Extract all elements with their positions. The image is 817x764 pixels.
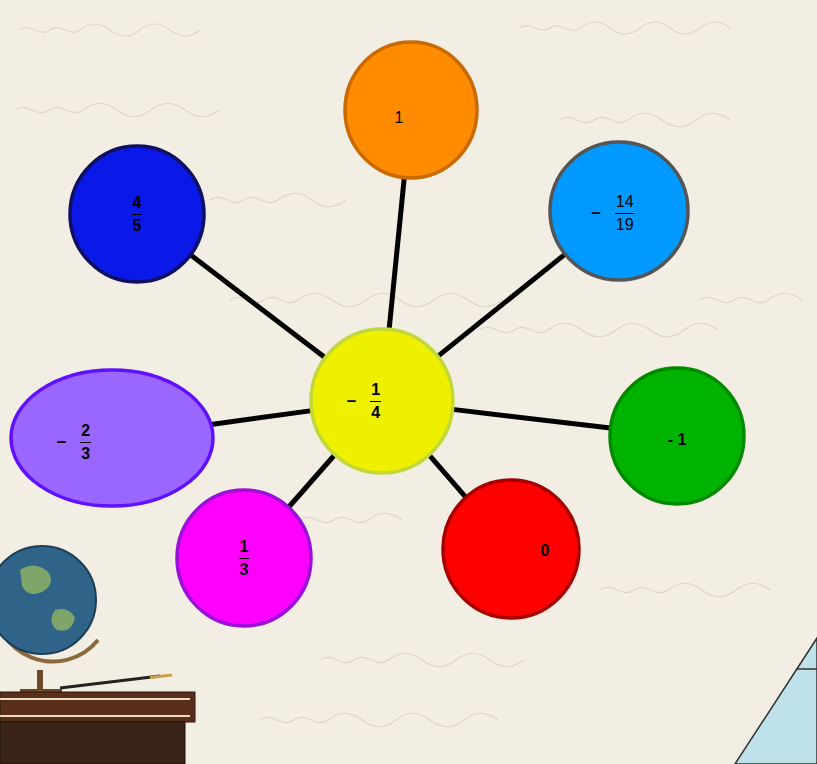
circle-shape — [11, 370, 213, 506]
denominator: 19 — [616, 214, 634, 234]
number-group: 13 — [239, 537, 250, 578]
circle-shape — [443, 480, 579, 618]
number-label: 1 — [395, 108, 404, 127]
spoke-line — [289, 455, 335, 508]
denominator: 5 — [133, 215, 142, 235]
number-circle: –23 — [9, 368, 215, 508]
script-stroke — [700, 293, 802, 302]
denominator: 3 — [240, 559, 249, 579]
globe — [0, 546, 96, 654]
circle-outline — [9, 368, 215, 508]
script-stroke — [600, 583, 770, 597]
fraction: 1419 — [615, 192, 635, 233]
numerator: 1 — [370, 380, 381, 401]
spoke-line — [429, 455, 466, 497]
fraction: 13 — [239, 537, 250, 578]
number-circle: 13 — [175, 488, 313, 628]
circle-shape — [70, 146, 204, 282]
number-group: - 1 — [668, 430, 687, 449]
fraction: 14 — [370, 380, 381, 421]
minus-sign: – — [57, 432, 66, 452]
number-group: –14 — [347, 380, 381, 421]
book — [0, 692, 195, 722]
numerator: 2 — [80, 421, 91, 442]
script-stroke — [480, 323, 718, 337]
number-label: 0 — [541, 541, 550, 560]
number-group: –1419 — [591, 192, 634, 233]
circle-content: –23 — [9, 368, 215, 508]
script-stroke — [260, 713, 498, 727]
numerator: 1 — [239, 537, 250, 558]
script-stroke — [520, 22, 730, 34]
script-stroke — [560, 113, 730, 127]
circle-content: 1 — [343, 40, 479, 180]
number-circle: 1 — [343, 40, 479, 180]
circle-shape — [311, 329, 453, 473]
number-circle: 45 — [68, 144, 206, 284]
number-circle: –1419 — [548, 140, 690, 282]
number-circle: –14 — [309, 327, 455, 475]
spoke-line — [438, 254, 565, 356]
circle-outline — [548, 140, 690, 282]
circle-content: 0 — [441, 478, 581, 620]
book-pages — [0, 699, 190, 716]
globe-land — [20, 565, 75, 630]
circle-shape — [610, 368, 744, 504]
fraction: 23 — [80, 421, 91, 462]
spoke-line — [389, 178, 404, 330]
number-group: –23 — [57, 421, 91, 462]
circle-content: 13 — [175, 488, 313, 628]
number-group: 45 — [132, 193, 143, 234]
minus-sign: – — [347, 391, 356, 411]
script-stroke — [320, 653, 524, 667]
corner-triangle — [735, 638, 817, 764]
triangle-line — [796, 668, 817, 670]
script-stroke — [300, 513, 402, 522]
script-stroke — [230, 293, 502, 307]
spoke-line — [211, 411, 312, 425]
circle-shape — [550, 142, 688, 280]
circle-content: –1419 — [548, 140, 690, 282]
globe-and-books — [0, 546, 195, 764]
circle-content: –14 — [309, 327, 455, 475]
globe-stand — [20, 670, 62, 692]
number-circle: 0 — [441, 478, 581, 620]
spoke-line — [453, 409, 611, 428]
book — [0, 722, 185, 764]
circle-content: - 1 — [608, 366, 746, 506]
circle-outline — [441, 478, 581, 620]
circle-shape — [177, 490, 311, 626]
triangle-shape — [735, 638, 817, 764]
circle-content: 45 — [68, 144, 206, 284]
script-stroke — [210, 193, 346, 207]
numerator: 4 — [132, 193, 143, 214]
pen — [60, 676, 160, 688]
circle-outline — [309, 327, 455, 475]
number-group: 0 — [541, 541, 550, 560]
circle-shape — [345, 42, 477, 178]
numerator: 14 — [615, 192, 635, 213]
pen-nib — [150, 675, 172, 678]
denominator: 3 — [81, 443, 90, 463]
circle-outline — [343, 40, 479, 180]
number-label: - 1 — [668, 430, 687, 449]
number-group: 1 — [395, 108, 404, 127]
number-circle: - 1 — [608, 366, 746, 506]
spoke-line — [191, 255, 326, 358]
denominator: 4 — [371, 402, 380, 422]
fraction: 45 — [132, 193, 143, 234]
script-stroke — [20, 24, 200, 36]
minus-sign: – — [591, 203, 600, 223]
script-stroke — [15, 103, 219, 117]
